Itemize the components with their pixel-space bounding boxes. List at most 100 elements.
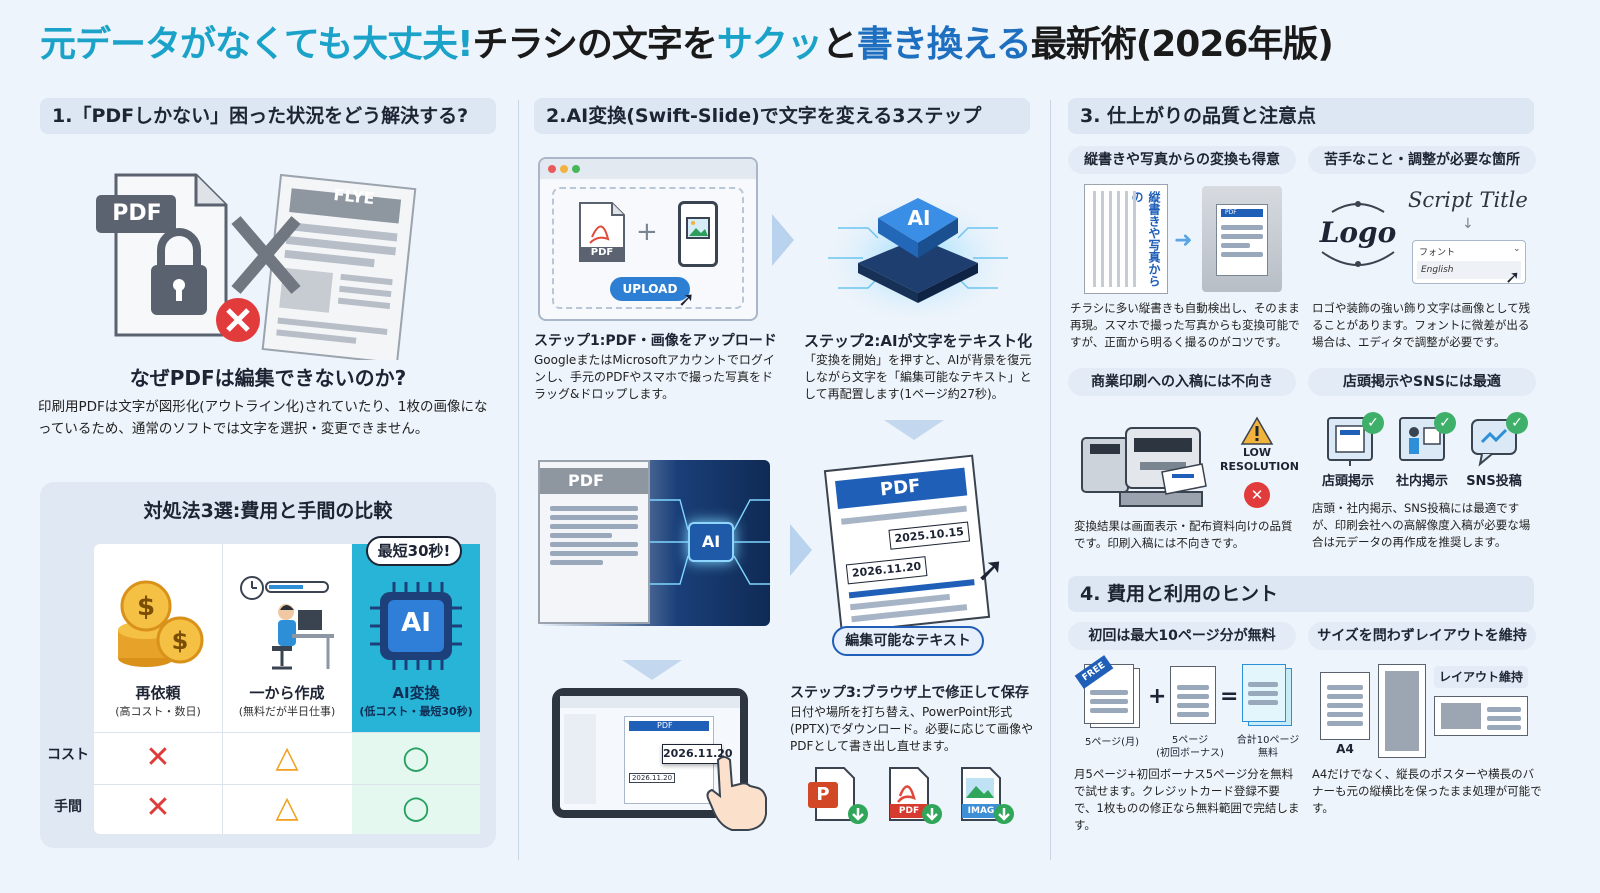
select-cursor-icon: ➚ [1505, 267, 1521, 288]
tablet-pdf-label: PDF [629, 721, 709, 731]
option-1-name: 再依頼 [135, 684, 181, 702]
editable-pdf-label: PDF [835, 467, 968, 510]
pdf-download-icon[interactable]: PDF [882, 766, 946, 826]
pptx-download-icon[interactable]: P [806, 766, 870, 826]
cost-mark-3: ○ [402, 738, 430, 776]
font-selector[interactable]: フォント ⌄ English ➚ [1412, 240, 1526, 288]
pill-weak-points: 苦手なこと・調整が必要な箇所 [1308, 146, 1536, 174]
free-pages-stack: FREE [1074, 655, 1146, 732]
minimize-dot-icon [560, 165, 568, 173]
svg-text:$: $ [137, 592, 155, 622]
title-part-4: と [821, 24, 858, 65]
date-field-2[interactable]: 2026.11.20 [845, 556, 928, 585]
option-1-label: 再依頼 (高コスト・数日) [94, 682, 222, 719]
vertical-text-desc: チラシに多い縦書きも自動検出し、そのまま再現。スマホで撮った写真からも変換可能で… [1070, 301, 1300, 349]
pill-free-pages: 初回は最大10ページ分が無料 [1068, 622, 1296, 650]
plus-icon: + [636, 217, 658, 247]
step2-title: ステップ2:AIが文字をテキスト化 [804, 332, 1033, 350]
drop-zone[interactable] [552, 187, 744, 309]
option-3-label: AI変換 (低コスト・最短30秒) [352, 682, 480, 719]
a4-doc [1320, 672, 1370, 740]
person-at-desk-icon [236, 574, 336, 674]
title-part-6: 最新術(2026年版) [1030, 24, 1334, 65]
step3-text: 日付や場所を打ち替え、PowerPoint形式(PPTX)でダウンロード。必要に… [790, 705, 1034, 753]
effort-mark-1: ✕ [145, 790, 171, 825]
column-divider [518, 100, 519, 860]
title-part-2: チラシの文字を [472, 24, 718, 65]
image-download-label: IMAG [967, 806, 995, 816]
pdf-file-tag: PDF [590, 247, 614, 258]
close-dot-icon [548, 165, 556, 173]
ai-column-rows [352, 732, 480, 834]
not-for-print-desc: 変換結果は画面表示・配布資料向けの品質です。印刷入稿には不向きです。 [1074, 519, 1293, 550]
check-icon: ✓ [1434, 412, 1456, 434]
row-label-cost: コスト [47, 747, 89, 763]
title-part-3: サクッ [716, 24, 823, 65]
layout-keep-desc: A4だけでなく、縦長のポスターや横長のバナーも元の縦横比を保ったまま処理が可能で… [1312, 767, 1542, 815]
step-arrow-right-2 [790, 524, 812, 576]
pdf-label: PDF [112, 201, 162, 226]
pill-not-for-print: 商業印刷への入稿には不向き [1068, 368, 1296, 396]
total-pages-stack [1240, 662, 1296, 728]
error-x-icon: ✕ [1244, 482, 1270, 508]
hand-tap-icon [704, 752, 774, 832]
use-office-label: 社内掲示 [1395, 474, 1448, 489]
step-arrow-down-2 [622, 660, 682, 680]
arrow-right-icon: ➜ [1174, 228, 1193, 253]
pill-vertical-ok: 縦書きや写真からの変換も得意 [1068, 146, 1296, 174]
smartphone-icon [678, 201, 718, 267]
comparison-panel: 対処法3選:費用と手間の比較 $ $ [40, 482, 496, 848]
pill-best-for-display: 店頭掲示やSNSには最適 [1308, 368, 1536, 396]
editable-pdf-doc: PDF 2025.10.15 2026.11.20 ➚ [823, 452, 1005, 634]
font-selector-label: フォント [1419, 248, 1456, 258]
a4-label: A4 [1336, 742, 1354, 756]
upload-button[interactable]: UPLOAD [610, 277, 690, 301]
cursor-icon: ➚ [678, 287, 695, 311]
section-header-3: 3. 仕上がりの品質と注意点 [1068, 98, 1534, 134]
effort-mark-2: △ [275, 790, 299, 825]
bonus-pages-doc [1170, 666, 1216, 724]
title-part-1: 元データがなくても大丈夫! [40, 24, 474, 65]
script-title: Script Title [1408, 188, 1528, 212]
section-header-2: 2.AI変換(Swift-Slide)で文字を変える3ステップ [534, 98, 1030, 134]
free-pages-desc: 月5ページ+初回ボーナス5ページ分を無料で試せます。クレジットカード登録不要で、… [1074, 767, 1300, 832]
font-option[interactable]: English [1417, 261, 1521, 279]
coins-icon: $ $ [108, 580, 208, 672]
step-arrow-right [772, 214, 794, 266]
pdf-file-icon: PDF [578, 201, 626, 263]
editable-text-badge: 編集可能なテキスト [832, 626, 984, 656]
title-part-5: 書き換える [856, 24, 1032, 65]
step1-text: GoogleまたはMicrosoftアカウントでログインし、手元のPDFやスマホ… [534, 353, 775, 401]
section-header-4: 4. 費用と利用のヒント [1068, 576, 1534, 612]
effort-mark-3: ○ [402, 788, 430, 826]
pdf-download-label: PDF [898, 806, 920, 816]
low-resolution-label: LOW RESOLUTION [1220, 446, 1299, 473]
use-sns-label: SNS投稿 [1466, 474, 1522, 489]
cost-mark-1: ✕ [145, 740, 171, 775]
tablet-date-small: 2026.11.20 [629, 773, 675, 783]
date-field-1[interactable]: 2025.10.15 [888, 521, 971, 550]
decorative-logo: Logo [1312, 192, 1404, 282]
image-download-icon[interactable]: IMAG [954, 766, 1018, 826]
upload-browser-window: PDF + UPLOAD ➚ [538, 157, 758, 321]
chevron-down-icon: ⌄ [1513, 244, 1521, 254]
option-2-name: 一から作成 [249, 684, 325, 702]
pptx-letter: P [816, 784, 830, 805]
use-store-label: 店頭掲示 [1321, 474, 1374, 489]
ai-scan-illustration: PDF AI [538, 460, 770, 626]
sns-post-icon: ✓ [1466, 412, 1528, 468]
tall-poster-doc [1378, 664, 1426, 758]
scanned-pdf-doc: PDF [538, 460, 650, 624]
step3-title: ステップ3:ブラウザ上で修正して保存 [790, 685, 1029, 701]
cost-mark-2: △ [275, 740, 299, 775]
step1-title: ステップ1:PDF・画像をアップロード [534, 333, 777, 349]
best-for-display-desc: 店頭・社内掲示、SNS投稿には最適ですが、印刷会社への高解像度入稿が必要な場合は… [1312, 501, 1531, 549]
warning-icon [1240, 416, 1274, 446]
comparison-table: $ $ [94, 544, 480, 834]
why-text: 印刷用PDFは文字が図形化(アウトライン化)されていたり、1枚の画像になっている… [38, 399, 488, 437]
tablet-date-field[interactable]: 2026.11.20 [662, 744, 733, 764]
eq-label-bonus: 5ページ (初回ボーナス) [1156, 735, 1224, 759]
printer-icon [1076, 408, 1216, 512]
option-2-sub: (無料だが半日仕事) [238, 705, 336, 718]
ai-scan-chip: AI [688, 522, 734, 562]
